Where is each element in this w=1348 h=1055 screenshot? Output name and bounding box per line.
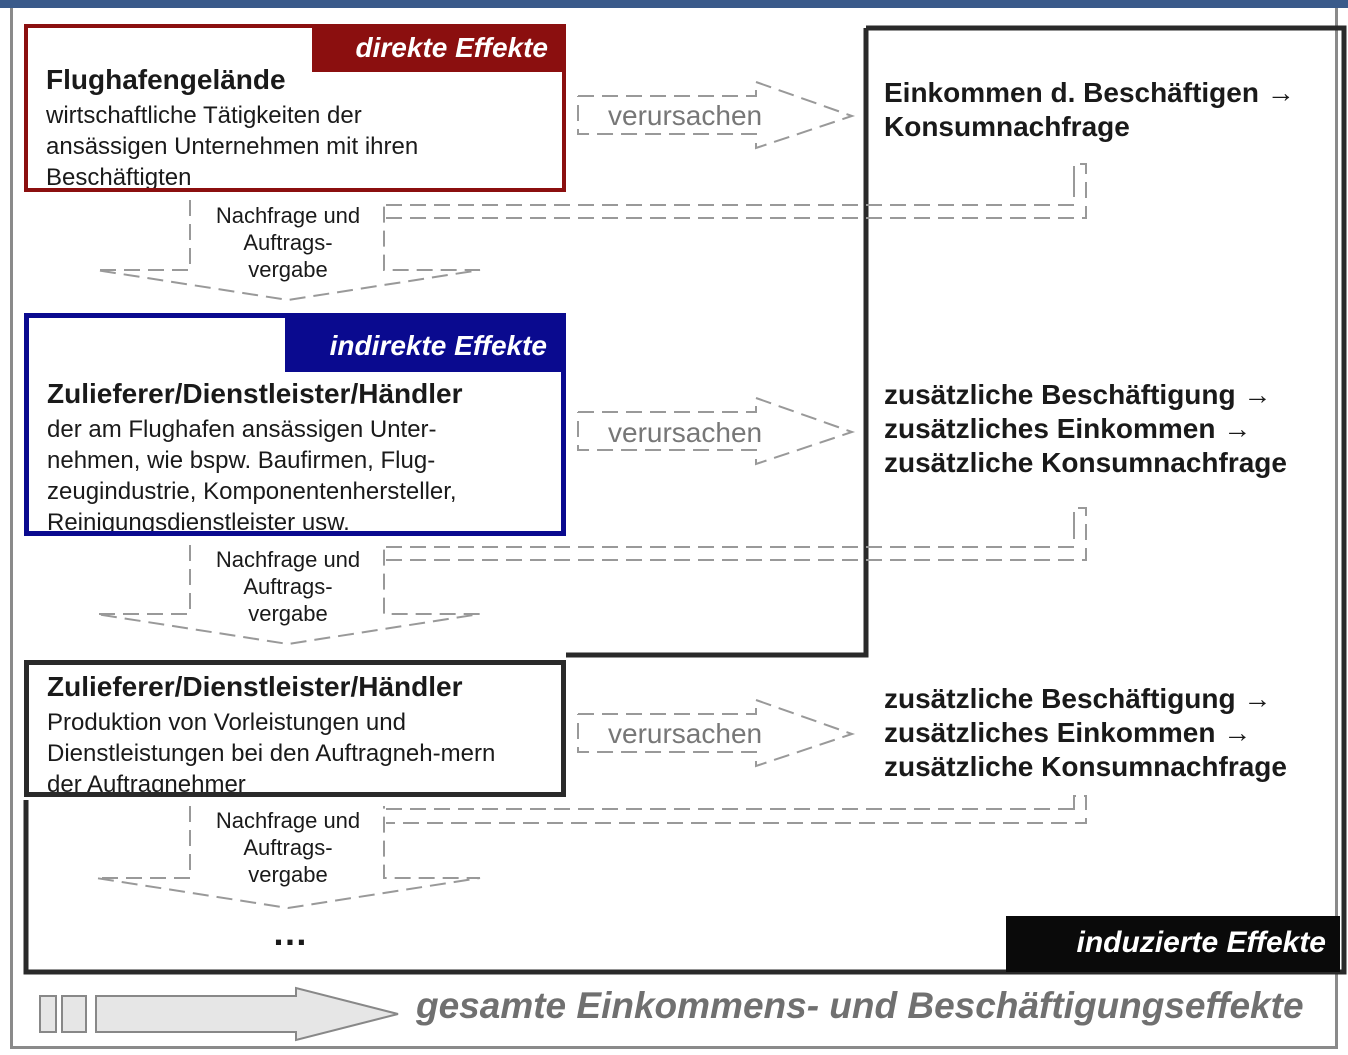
feedback-3b xyxy=(386,808,1075,810)
induced-effects-tag: induzierte Effekte xyxy=(1006,916,1340,972)
induced-inner-divider xyxy=(566,28,869,658)
feedback-1b xyxy=(386,182,1075,206)
demand-label-3: Nachfrage und Auftrags- vergabe xyxy=(188,807,388,888)
direct-box-title: Flughafengelände xyxy=(46,64,286,95)
indirect-effects-tag: indirekte Effekte xyxy=(285,318,561,372)
direct-effects-tag: direkte Effekte xyxy=(312,28,562,72)
induced-effects-frame xyxy=(23,25,1347,975)
cause-label-3: verursachen xyxy=(608,718,763,749)
demand-arrow-1 xyxy=(95,200,481,302)
demand-arrow-3 xyxy=(95,806,481,910)
right-text-1-line2: Konsumnachfrage xyxy=(884,111,1130,142)
right-text-2-line2: zusätzliches Einkommen → xyxy=(884,413,1252,444)
demand-label-2-line3: vergabe xyxy=(248,601,328,626)
total-effects-arrow xyxy=(39,986,399,1042)
outer-frame xyxy=(10,8,1338,1049)
right-text-2: zusätzliche Beschäftigung → zusätzliches… xyxy=(884,378,1287,480)
third-box-text: Produktion von Vorleistungen und Dienstl… xyxy=(47,709,496,797)
indirect-box-title: Zulieferer/Dienstleister/Händler xyxy=(47,378,463,409)
feedback-3 xyxy=(386,795,1087,824)
third-box-title: Zulieferer/Dienstleister/Händler xyxy=(47,671,463,702)
demand-arrows xyxy=(95,200,481,910)
cause-label-1: verursachen xyxy=(608,100,763,131)
cause-label-2: verursachen xyxy=(608,417,763,448)
demand-label-3-line3: vergabe xyxy=(248,862,328,887)
cause-arrows xyxy=(577,80,856,768)
right-text-3-line3: zusätzliche Konsumnachfrage xyxy=(884,751,1287,782)
third-level-box: Zulieferer/Dienstleister/Händler Produkt… xyxy=(24,660,566,797)
demand-label-1-line2: Auftrags- xyxy=(243,230,333,255)
right-text-1-line1: Einkommen d. Beschäftigen → xyxy=(884,77,1295,108)
right-text-3-line2: zusätzliches Einkommen → xyxy=(884,717,1252,748)
demand-label-1: Nachfrage und Auftrags- vergabe xyxy=(188,202,388,283)
indirect-effects-box: indirekte Effekte Zulieferer/Dienstleist… xyxy=(24,313,566,536)
right-text-2-line3: zusätzliche Konsumnachfrage xyxy=(884,447,1287,478)
direct-effects-box: direkte Effekte Flughafengelände wirtsch… xyxy=(24,24,566,192)
ellipsis: … xyxy=(272,912,311,953)
right-text-2-line1: zusätzliche Beschäftigung → xyxy=(884,379,1272,410)
indirect-box-text: der am Flughafen ansässigen Unter-nehmen… xyxy=(47,416,457,536)
right-text-1: Einkommen d. Beschäftigen → Konsumnachfr… xyxy=(884,76,1295,144)
feedback-2 xyxy=(386,507,1087,561)
feedback-2b xyxy=(386,528,1075,548)
feedback-1 xyxy=(386,163,1087,219)
demand-label-1-line3: vergabe xyxy=(248,257,328,282)
cause-arrow-3 xyxy=(577,698,856,768)
total-effects-label: gesamte Einkommens- und Beschäftigungsef… xyxy=(416,985,1304,1026)
demand-label-2: Nachfrage und Auftrags- vergabe xyxy=(188,546,388,627)
top-bar xyxy=(0,0,1348,8)
right-text-3-line1: zusätzliche Beschäftigung → xyxy=(884,683,1272,714)
demand-label-3-line2: Auftrags- xyxy=(243,835,333,860)
feedback-lines xyxy=(386,163,1087,824)
demand-label-1-line1: Nachfrage und xyxy=(215,203,361,228)
direct-box-text: wirtschaftliche Tätigkeiten der ansässig… xyxy=(46,102,419,191)
right-text-3: zusätzliche Beschäftigung → zusätzliches… xyxy=(884,682,1287,784)
cause-arrow-1 xyxy=(577,80,856,150)
demand-label-2-line1: Nachfrage und xyxy=(215,547,361,572)
demand-label-3-line1: Nachfrage und xyxy=(215,808,361,833)
demand-label-2-line2: Auftrags- xyxy=(243,574,333,599)
cause-arrow-2 xyxy=(577,396,856,466)
